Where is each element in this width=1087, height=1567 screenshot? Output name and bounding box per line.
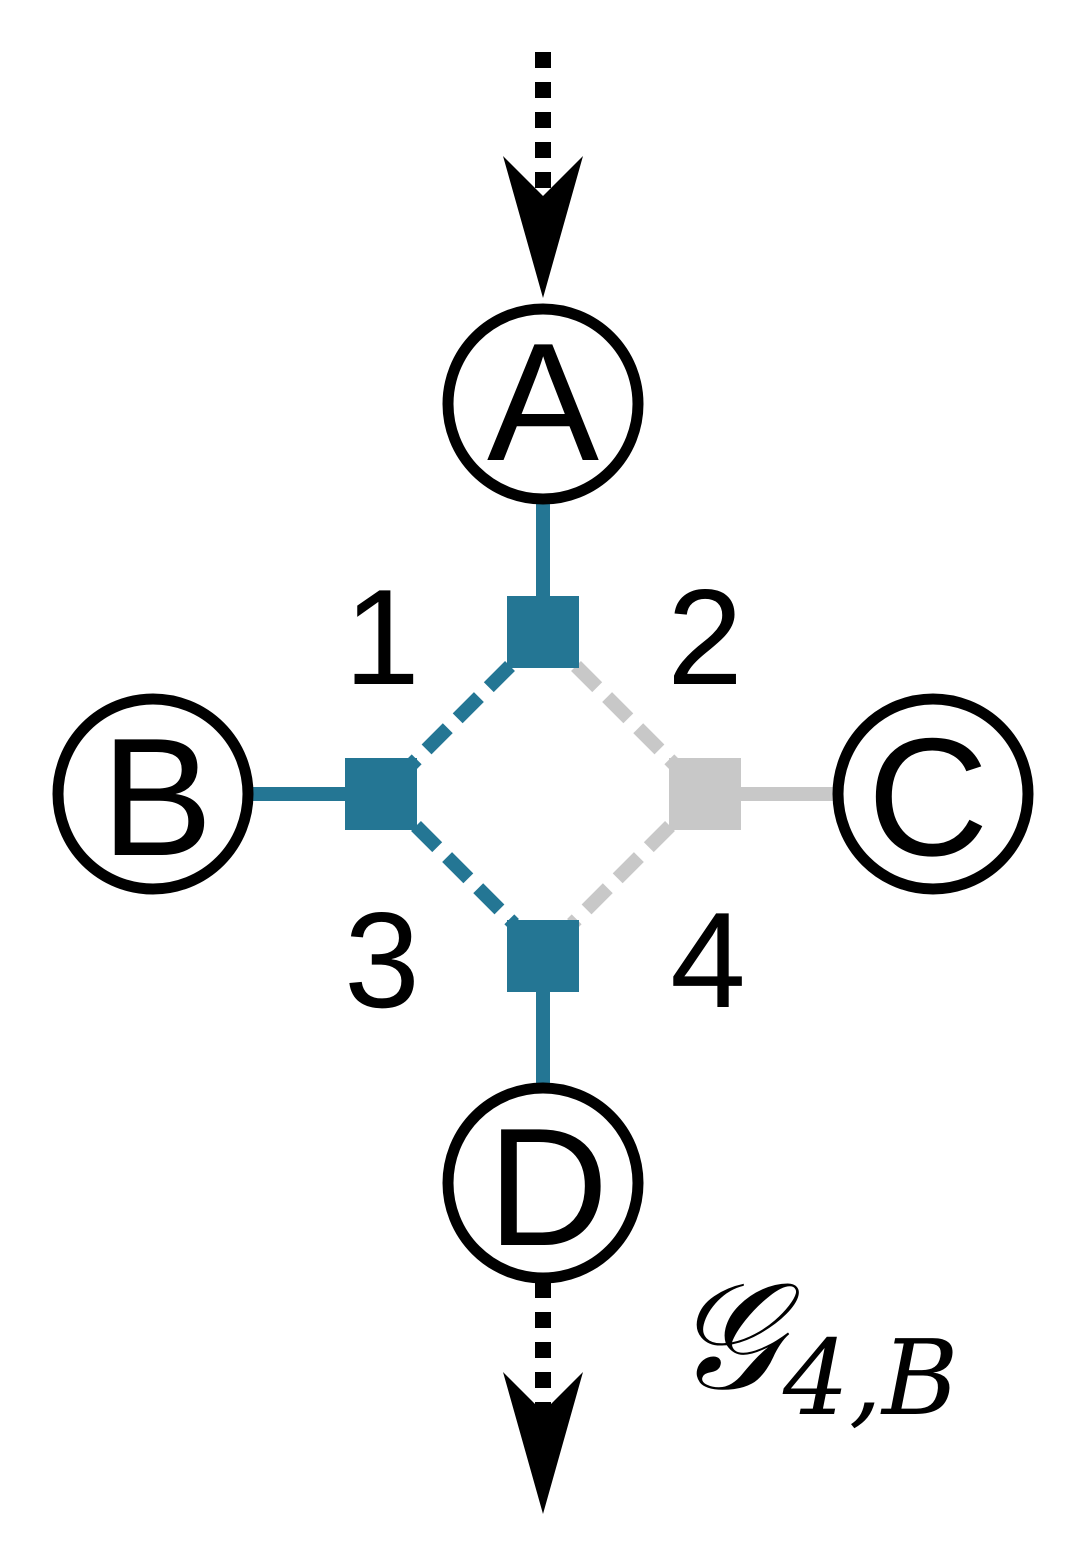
node-c-label: C	[867, 703, 988, 891]
node-b-circle	[52, 693, 254, 895]
port-label-4: 4	[670, 884, 746, 1036]
node-c-circle	[832, 693, 1034, 895]
output-arrow	[503, 1282, 583, 1514]
graph-label: 𝒢4,B	[672, 1250, 958, 1439]
output-arrow-head	[503, 1372, 583, 1514]
port-left-square	[345, 758, 417, 830]
port-top-square	[507, 596, 579, 668]
node-d: D	[442, 1082, 644, 1284]
dashed-edge-2	[571, 661, 679, 769]
node-c: C	[832, 693, 1034, 895]
dashed-edge-3	[411, 821, 519, 929]
port-label-1: 1	[344, 561, 420, 713]
input-arrow-head	[503, 156, 583, 298]
node-a-label: A	[487, 308, 599, 496]
node-a: A	[442, 303, 644, 505]
node-d-label: D	[487, 1093, 608, 1281]
input-arrow	[503, 52, 583, 298]
dashed-edge-4	[567, 821, 675, 929]
node-b-label: B	[101, 703, 213, 891]
graph-label-subscript: 4,B	[782, 1317, 959, 1439]
port-bottom-square	[507, 920, 579, 992]
port-label-3: 3	[344, 884, 420, 1036]
node-a-circle	[442, 303, 644, 505]
graph-label-symbol: 𝒢	[672, 1250, 800, 1424]
port-right-square	[669, 758, 741, 830]
node-d-circle	[442, 1082, 644, 1284]
dashed-edge-1	[407, 661, 515, 769]
node-b: B	[52, 693, 254, 895]
port-label-2: 2	[667, 561, 743, 713]
